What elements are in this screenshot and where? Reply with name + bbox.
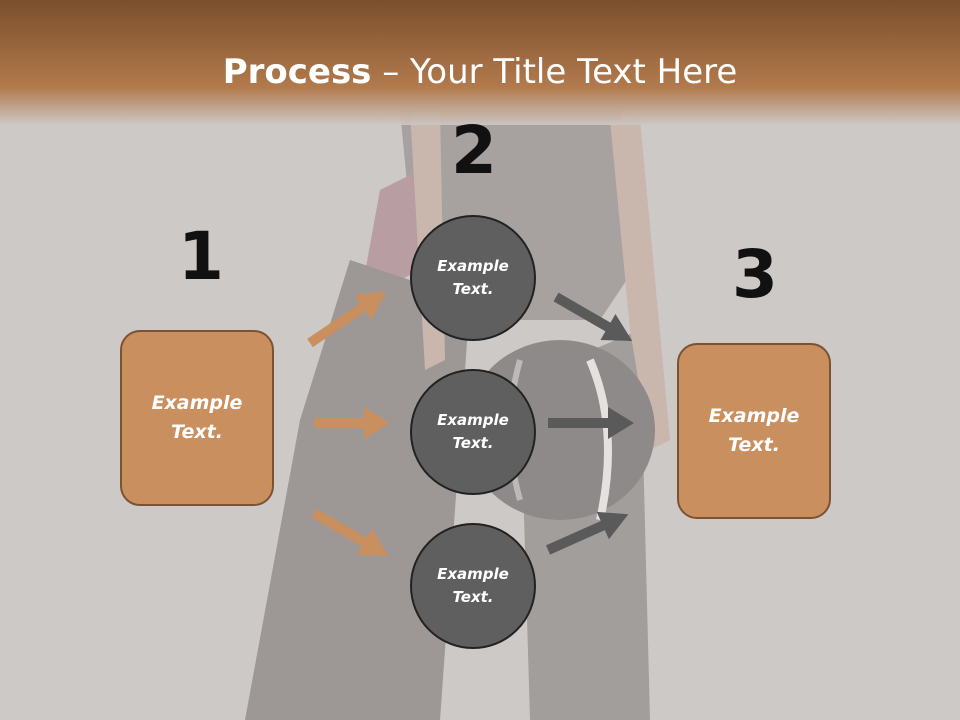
title-bold: Process — [222, 52, 372, 92]
circle-step-top[interactable]: Example Text. — [410, 215, 536, 341]
right-box-text: Example Text. — [708, 405, 800, 456]
step-3-number: 3 — [732, 236, 778, 313]
arrow-down-right-icon — [311, 508, 389, 556]
left-box-text: Example Text. — [151, 392, 243, 443]
arrow-right-gray-icon — [548, 407, 634, 439]
arrow-up-right-icon — [307, 291, 387, 348]
left-text-box[interactable]: Example Text. — [120, 330, 274, 506]
circle-middle-text: Example Text. — [437, 411, 509, 452]
circle-top-text: Example Text. — [437, 257, 509, 298]
arrow-right-icon — [314, 407, 390, 439]
arrow-down-right-gray-icon — [553, 292, 633, 341]
step-1-number: 1 — [178, 218, 224, 295]
title-rest: – Your Title Text Here — [371, 52, 738, 92]
step-2-number: 2 — [451, 112, 497, 189]
slide-title: Process – Your Title Text Here — [0, 52, 960, 92]
arrow-up-right-gray-icon — [545, 511, 629, 555]
right-text-box[interactable]: Example Text. — [677, 343, 831, 519]
circle-step-bottom[interactable]: Example Text. — [410, 523, 536, 649]
title-bar — [0, 0, 960, 125]
circle-step-middle[interactable]: Example Text. — [410, 369, 536, 495]
circle-bottom-text: Example Text. — [437, 565, 509, 606]
